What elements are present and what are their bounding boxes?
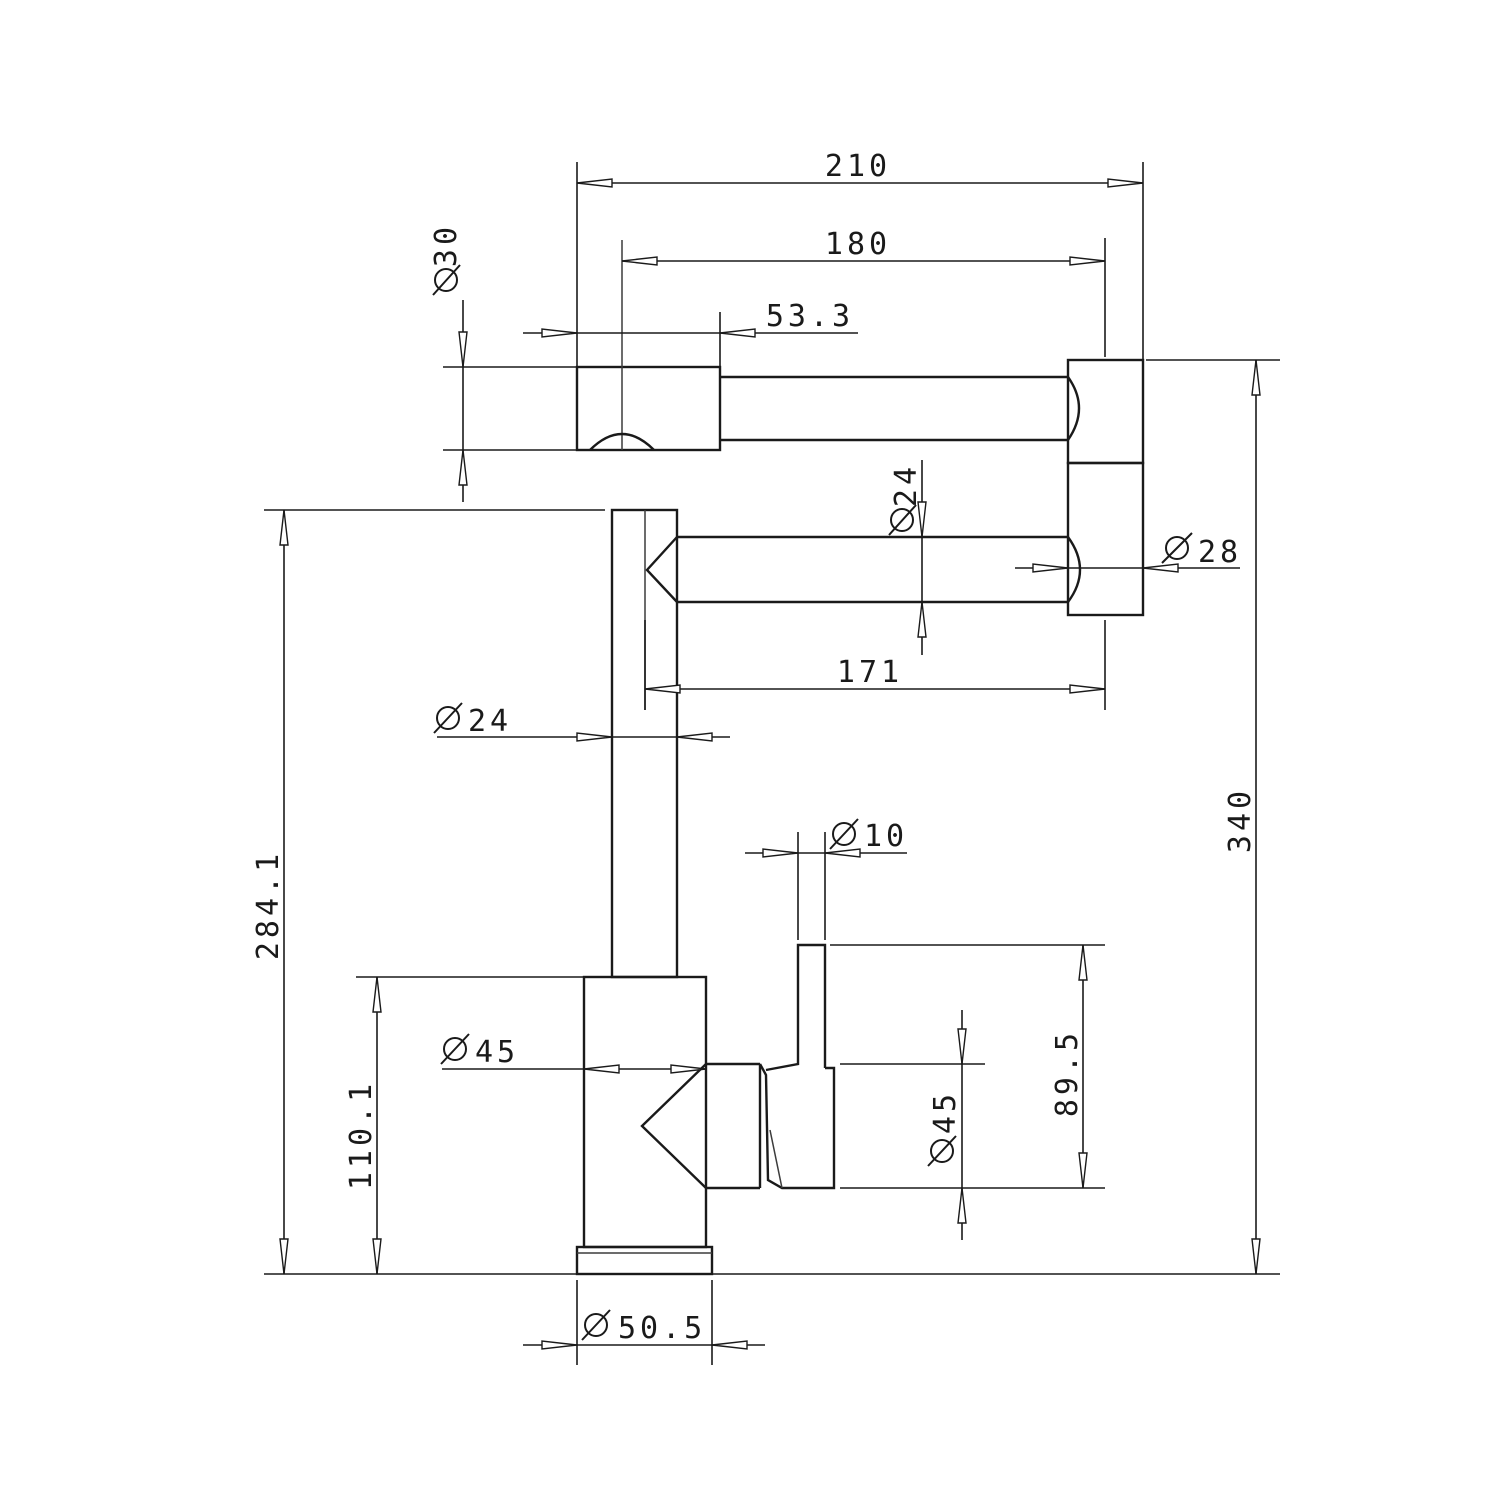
label-45-body: 45 bbox=[475, 1035, 519, 1070]
dimension-arm-length: 171 bbox=[644, 655, 1106, 694]
label-210: 210 bbox=[825, 149, 891, 184]
diameter-symbol-icon bbox=[927, 1135, 957, 1167]
diameter-symbol-icon bbox=[888, 504, 917, 536]
diameter-symbol-icon bbox=[440, 1033, 470, 1065]
label-171: 171 bbox=[837, 655, 903, 690]
label-28: 28 bbox=[1198, 535, 1242, 570]
label-45-cartridge: 45 bbox=[928, 1090, 963, 1134]
dimension-spout-reach: 180 bbox=[621, 227, 1106, 266]
dimension-spout-height: 284.1 bbox=[251, 509, 289, 1275]
dimension-base-diameter: 50.5 bbox=[523, 1309, 765, 1350]
label-340: 340 bbox=[1223, 787, 1258, 853]
base-ring bbox=[575, 1245, 714, 1276]
dimension-lever-height: 89.5 bbox=[1050, 944, 1088, 1189]
dimension-overall-width: 210 bbox=[576, 149, 1144, 188]
dimension-lever-diameter: 10 bbox=[745, 818, 908, 858]
label-24-tube: 24 bbox=[468, 704, 512, 739]
dimension-arm-diameter: 24 bbox=[888, 460, 927, 655]
lever-housing bbox=[706, 943, 836, 1190]
label-10: 10 bbox=[864, 819, 908, 854]
dimension-outlet-offset: 53.3 bbox=[523, 299, 858, 338]
label-89-5: 89.5 bbox=[1050, 1029, 1085, 1117]
dimension-cartridge-diameter: 45 bbox=[927, 1010, 967, 1240]
label-50-5: 50.5 bbox=[618, 1311, 706, 1346]
diameter-symbol-icon bbox=[1161, 532, 1193, 564]
label-110-1: 110.1 bbox=[344, 1080, 379, 1190]
label-24-arm: 24 bbox=[889, 463, 924, 507]
dimension-overall-height: 340 bbox=[1223, 359, 1261, 1275]
label-30: 30 bbox=[429, 223, 464, 267]
diameter-symbol-icon bbox=[433, 702, 463, 734]
label-180: 180 bbox=[825, 227, 891, 262]
diameter-symbol-icon bbox=[432, 264, 461, 296]
dimension-body-height: 110.1 bbox=[344, 976, 382, 1275]
lower-spout-arm bbox=[645, 535, 1068, 604]
dimension-swivel-diameter: 28 bbox=[1015, 532, 1242, 573]
outlet-head bbox=[575, 240, 722, 452]
upper-spout-arm bbox=[720, 375, 1081, 442]
diameter-symbol-icon bbox=[581, 1309, 611, 1341]
vertical-tube bbox=[610, 508, 679, 979]
faucet-outline bbox=[575, 240, 1145, 1276]
dimension-tube-diameter: 24 bbox=[433, 702, 730, 742]
dimension-body-diameter: 45 bbox=[440, 1033, 707, 1074]
dimension-outlet-diameter: 30 bbox=[429, 223, 468, 502]
label-284-1: 284.1 bbox=[251, 850, 286, 960]
swivel-joint bbox=[1066, 358, 1145, 617]
label-53-3: 53.3 bbox=[766, 299, 854, 334]
valve-body bbox=[582, 975, 708, 1249]
diameter-symbol-icon bbox=[829, 818, 859, 850]
extension-lines bbox=[264, 162, 1280, 1365]
